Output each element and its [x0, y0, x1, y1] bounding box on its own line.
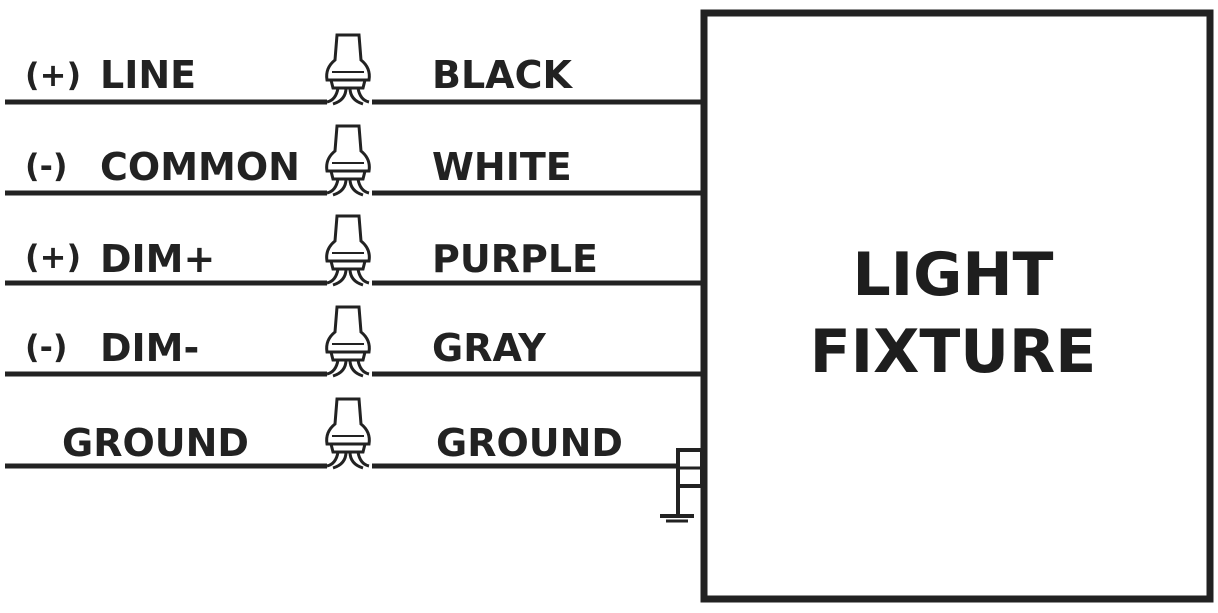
circuit-row-dim-plus: (+) DIM+ PURPLE: [5, 214, 704, 287]
fixture-label-line1: LIGHT: [853, 240, 1054, 310]
circuit-name: LINE: [100, 53, 196, 97]
polarity-label: (-): [25, 328, 68, 366]
ground-symbol-icon: [660, 448, 704, 523]
circuit-row-line: (+) LINE BLACK: [5, 33, 704, 106]
wire-color: GRAY: [432, 326, 546, 370]
circuit-name: GROUND: [62, 421, 249, 465]
light-fixture-box: LIGHT FIXTURE: [700, 9, 1214, 603]
polarity-label: (-): [25, 147, 68, 185]
circuit-row-common: (-) COMMON WHITE: [5, 124, 704, 197]
wire-nut-icon: [325, 397, 371, 470]
wire-color: BLACK: [432, 53, 573, 97]
polarity-label: (+): [25, 56, 81, 94]
wire-nut-icon: [325, 305, 371, 378]
wire-nut-icon: [325, 124, 371, 197]
circuit-row-ground: GROUND GROUND: [5, 397, 680, 470]
wire-color: GROUND: [436, 421, 623, 465]
circuit-name: COMMON: [100, 145, 300, 189]
wire-color: PURPLE: [432, 237, 598, 281]
wire-nut-icon: [325, 33, 371, 106]
circuit-name: DIM+: [100, 237, 215, 281]
polarity-label: (+): [25, 238, 81, 276]
circuit-name: DIM-: [100, 326, 199, 370]
wire-color: WHITE: [432, 145, 572, 189]
fixture-label-line2: FIXTURE: [810, 317, 1096, 387]
wire-nut-icon: [325, 214, 371, 287]
circuit-row-dim-minus: (-) DIM- GRAY: [5, 305, 704, 378]
